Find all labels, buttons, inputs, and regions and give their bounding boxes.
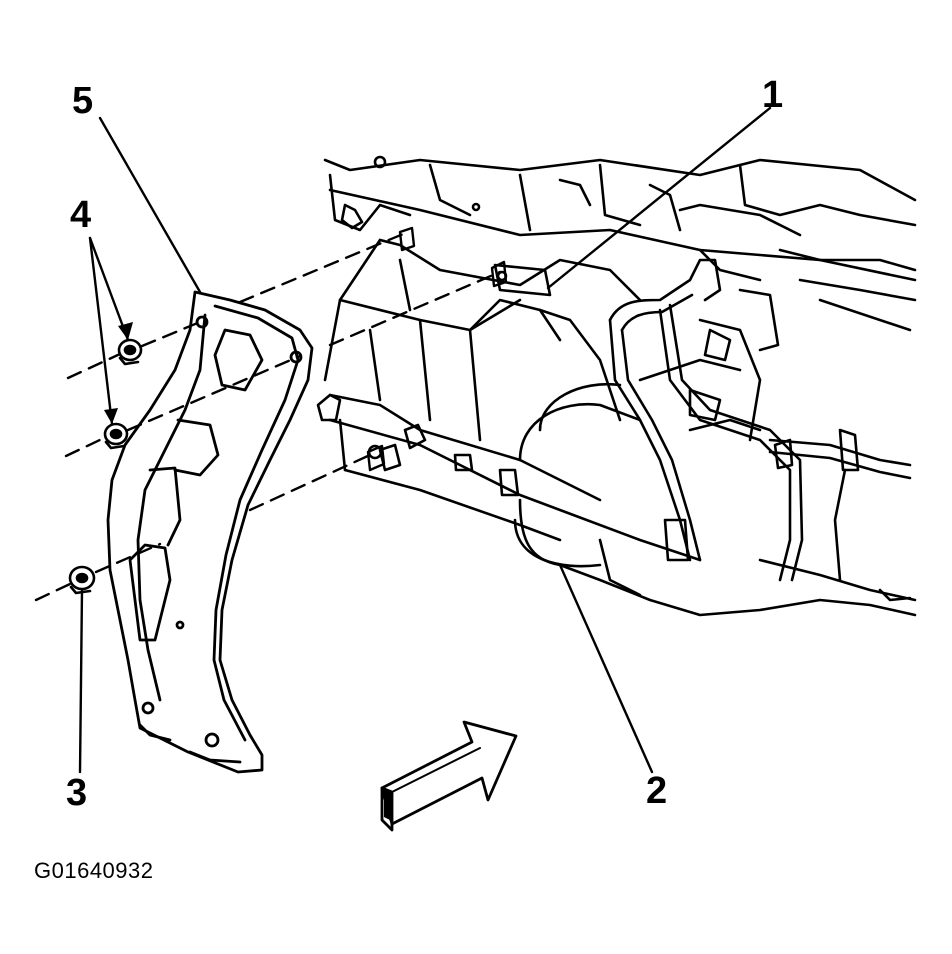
leader-3 [78,588,84,774]
side-bracket-5 [106,290,314,774]
cowl-structure [323,155,917,332]
callout-1: 1 [762,74,784,116]
nuts [68,338,143,595]
leader-4b [88,236,114,426]
leader-arrowheads [104,322,133,424]
forward-arrow-icon [380,720,518,832]
callout-4: 4 [70,194,92,236]
leader-4a [88,236,130,342]
mount-bracket-1 [493,263,552,297]
leader-2 [558,563,654,774]
alignment-lines [34,230,502,602]
studs [366,226,508,472]
leader-lines [78,106,772,774]
nut-4-lower [103,422,129,450]
right-side-pipes [558,258,917,617]
nut-4-upper [117,338,143,366]
callout-3: 3 [66,772,88,814]
leader-1 [546,106,772,290]
figure-id: G01640932 [34,858,154,883]
leader-5 [98,116,202,294]
hvac-module [316,238,702,568]
callout-2: 2 [646,770,668,812]
callout-5: 5 [72,80,94,122]
